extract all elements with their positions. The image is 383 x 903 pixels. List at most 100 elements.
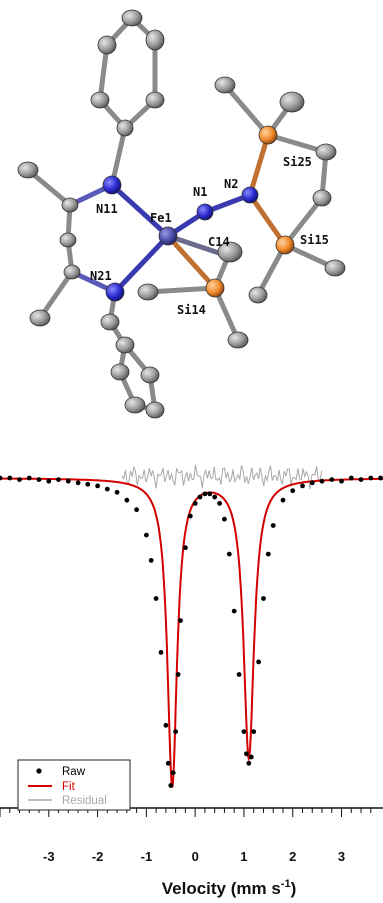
bond: [255, 242, 288, 298]
bond: [145, 285, 218, 295]
raw-data-point: [134, 507, 140, 513]
atom-label-si25: Si25: [283, 155, 312, 169]
bonds: [25, 15, 338, 413]
raw-data-point: [246, 760, 252, 766]
atom-label-fe1: Fe1: [150, 211, 172, 225]
carbon-atom: [217, 241, 243, 263]
x-tick-label: 2: [289, 849, 296, 864]
carbon-atom: [145, 29, 165, 51]
crystal-structure: N1 N2 Fe1 N11 C14 Si25 Si15 N21 Si14: [17, 9, 346, 419]
atom-label-n2: N2: [224, 177, 238, 191]
raw-data-point: [104, 486, 110, 492]
raw-data-point: [222, 516, 227, 522]
bond: [165, 233, 218, 291]
raw-data-point: [178, 618, 183, 623]
raw-data-point: [65, 478, 71, 484]
carbon-atom: [90, 91, 110, 109]
atom-label-n21: N21: [90, 269, 112, 283]
legend-raw-marker: [36, 768, 42, 774]
raw-data-point: [46, 478, 52, 484]
raw-data-point: [175, 672, 181, 677]
raw-data-point: [114, 489, 120, 495]
raw-data-point: [236, 672, 242, 677]
raw-data-point: [173, 729, 179, 734]
bond: [212, 285, 241, 343]
raw-data-point: [0, 475, 3, 481]
x-tick-label: -1: [141, 849, 153, 864]
iron-atom: [158, 226, 178, 246]
carbon-atom: [100, 313, 120, 331]
legend-raw-label: Raw: [62, 766, 86, 778]
raw-data-point: [85, 481, 91, 487]
x-axis-title-text: Velocity (mm s: [162, 879, 281, 898]
raw-data-point: [17, 477, 22, 482]
raw-data-point: [290, 488, 296, 494]
raw-data-point: [26, 475, 32, 481]
carbon-atom: [110, 363, 130, 381]
carbon-atom: [29, 309, 51, 327]
raw-data-point: [165, 760, 171, 766]
residual-series-line: [121, 464, 323, 489]
raw-data-point: [148, 558, 154, 563]
raw-data-point: [256, 659, 261, 665]
x-axis-title-close: ): [291, 879, 297, 898]
raw-data-point: [75, 480, 81, 486]
x-tick-label: -2: [92, 849, 104, 864]
carbon-atom: [248, 286, 268, 304]
silicon-atom: [205, 278, 225, 298]
carbon-atom: [312, 189, 332, 207]
legend-residual-label: Residual: [62, 795, 107, 807]
x-axis-title-superscript: -1: [281, 878, 291, 890]
carbon-atom: [116, 119, 134, 137]
raw-data-point: [368, 475, 374, 481]
atom-label-si15: Si15: [300, 233, 329, 247]
carbon-atom: [124, 396, 146, 414]
carbon-atom: [97, 35, 117, 55]
carbon-atom: [63, 264, 81, 280]
raw-data-point: [244, 751, 249, 757]
raw-data-point: [153, 596, 159, 601]
raw-data-point: [36, 477, 42, 482]
raw-data-point: [241, 729, 247, 734]
silicon-atom: [275, 235, 295, 255]
atoms: [17, 9, 346, 419]
x-tick-label: 3: [338, 849, 345, 864]
carbon-atom: [121, 9, 143, 27]
raw-data-point: [7, 475, 13, 481]
carbon-atom: [315, 143, 337, 161]
raw-data-point: [329, 477, 335, 482]
raw-data-point: [144, 532, 149, 538]
raw-data-point: [202, 491, 208, 497]
carbon-atom: [145, 91, 165, 109]
raw-data-point: [170, 770, 176, 776]
raw-data-point: [183, 545, 188, 551]
bond: [112, 233, 171, 295]
raw-data-point: [339, 478, 344, 484]
x-tick-label: -3: [43, 849, 55, 864]
nitrogen-atom: [196, 203, 214, 221]
atom-label-n1: N1: [193, 185, 207, 199]
raw-data-point: [265, 551, 271, 557]
fit-series-line: [0, 477, 383, 788]
nitrogen-atom: [102, 175, 122, 195]
raw-series-points: [0, 475, 383, 788]
raw-data-point: [163, 722, 169, 728]
x-axis-title: Velocity (mm s-1): [162, 878, 297, 898]
raw-data-point: [226, 551, 232, 557]
raw-data-point: [212, 494, 218, 500]
carbon-atom: [279, 91, 305, 113]
x-tick-label: 1: [240, 849, 247, 864]
legend: Raw Fit Residual: [17, 759, 131, 811]
raw-data-point: [217, 501, 223, 506]
carbon-atom: [145, 401, 165, 419]
x-tick-label: 0: [192, 849, 199, 864]
bond: [109, 182, 171, 239]
bond: [222, 82, 271, 138]
raw-data-point: [187, 513, 193, 519]
carbon-atom: [59, 232, 77, 248]
carbon-atom: [17, 161, 39, 179]
raw-data-point: [207, 491, 213, 497]
raw-data-point: [56, 477, 61, 482]
carbon-atom: [214, 76, 236, 94]
